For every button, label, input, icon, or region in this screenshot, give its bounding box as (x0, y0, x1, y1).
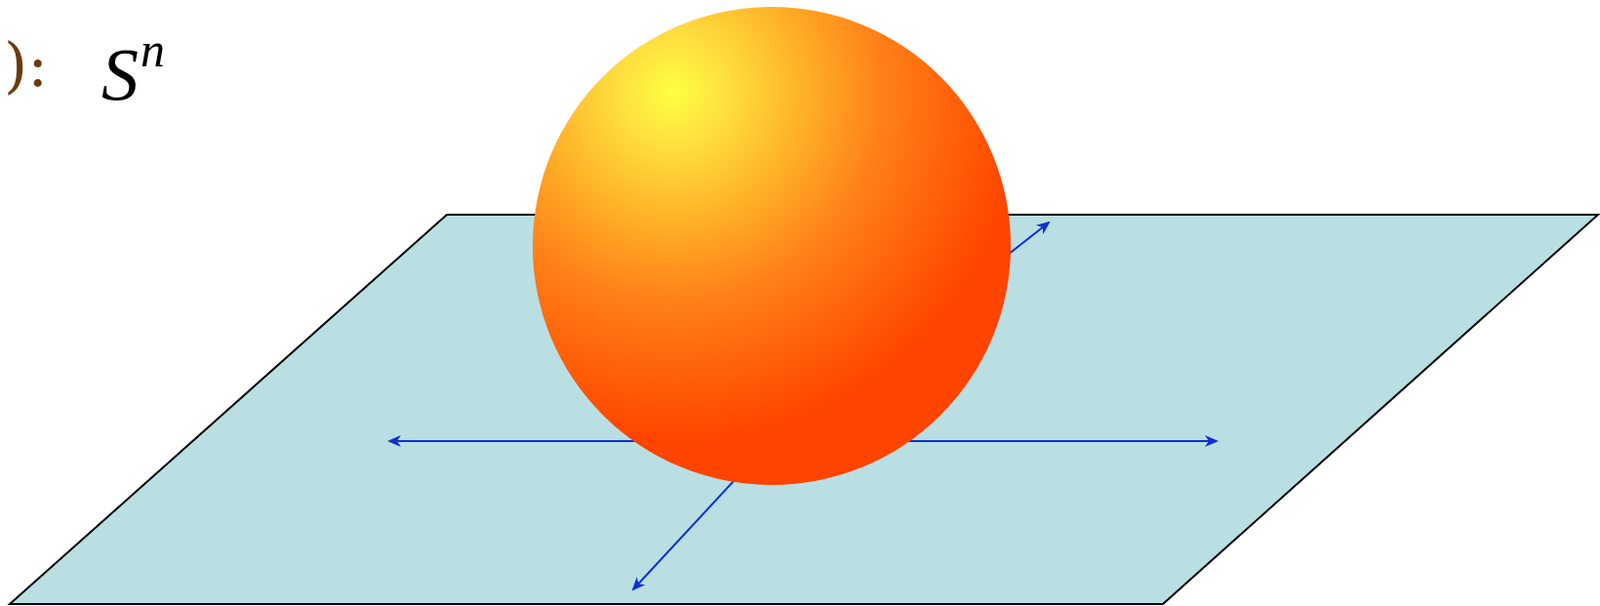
partial-label: ): (3, 35, 48, 96)
math-symbol: S (101, 37, 139, 112)
math-superscript: n (140, 25, 165, 75)
sphere (532, 6, 1011, 485)
